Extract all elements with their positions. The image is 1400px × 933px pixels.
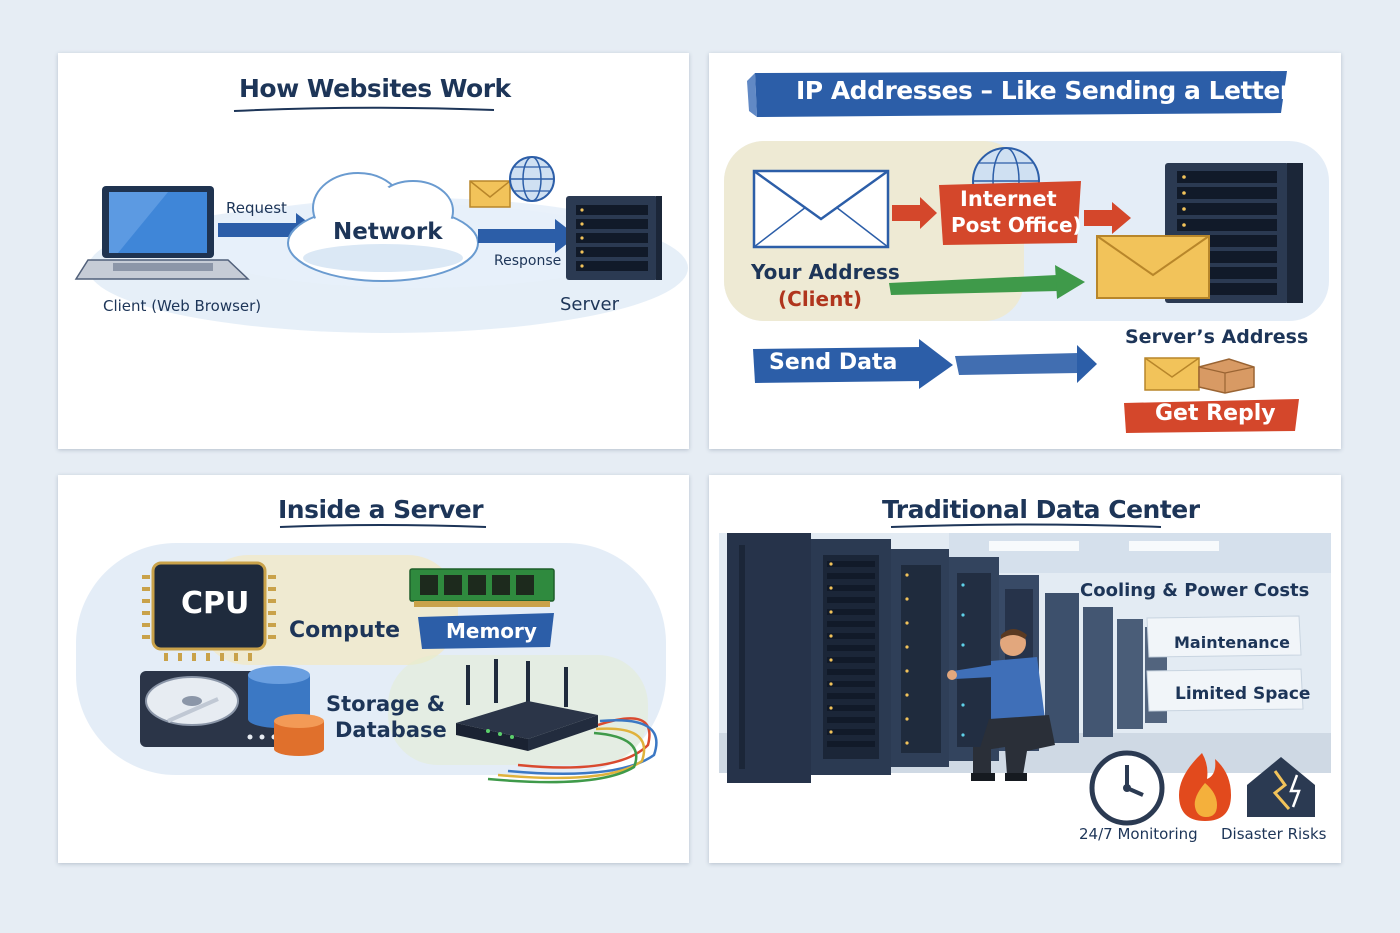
data-center-illustration [719,523,1331,826]
cloud-icon [287,172,479,282]
send-data-arrow [753,339,953,389]
disaster-house-icon [1247,757,1315,817]
technician-figure [947,629,1055,781]
title-banner [755,71,1287,117]
monitoring-label: 24/7 Monitoring [1079,825,1198,843]
green-arrow [889,265,1085,299]
envelope-icon [469,180,511,208]
panel-traditional-data-center: Traditional Data Center Cooling & Power … [709,475,1341,863]
client-label: Client (Web Browser) [103,297,262,315]
panel-title: How Websites Work [239,74,511,103]
cpu-label: CPU [181,586,250,621]
fire-icon [1179,753,1231,821]
database-label: Database [335,718,447,742]
limited-space-card [1146,668,1304,712]
server-icon [566,196,662,280]
envelope-yellow-icon [1096,235,1210,299]
panel-title: Inside a Server [278,495,484,524]
servers-address-label: Server’s Address [1125,326,1309,348]
panel-inside-a-server: Inside a Server CPU Compute Memory Stora… [58,475,689,863]
request-label: Request [226,199,287,217]
memory-label: Memory [446,619,537,643]
server-label: Server [560,294,620,315]
panel-ip-addresses: IP Addresses – Like Sending a Letter Int… [709,53,1341,449]
laptop-icon [74,186,250,280]
response-label: Response [494,253,562,269]
globe-icon [509,156,555,202]
storage-label: Storage & [326,692,446,716]
router-icon [456,659,598,751]
small-envelope-icon [1144,357,1200,391]
red-arrow-2 [1084,202,1131,234]
cpu-chip-icon [142,561,276,661]
red-arrow-1 [892,197,937,229]
network-label: Network [333,219,443,245]
websites-illustration [74,106,688,333]
internet-label: Internet [960,187,1057,211]
cooling-power-label: Cooling & Power Costs [1080,580,1310,601]
panel-title: IP Addresses – Like Sending a Letter [796,76,1292,105]
disaster-risks-label: Disaster Risks [1221,825,1327,843]
envelope-left-icon [752,169,890,249]
get-reply-label: Get Reply [1155,401,1276,426]
post-office-banner [939,181,1081,245]
memory-banner [418,613,554,649]
server-internals-illustration [76,524,666,784]
blue-arrow [955,345,1097,383]
send-data-label: Send Data [769,350,898,375]
post-office-label: Post Office) [951,213,1082,237]
get-reply-banner [1124,399,1299,433]
client-label: (Client) [778,287,863,311]
maintenance-label: Maintenance [1174,633,1291,652]
database-icon [248,666,324,756]
panel-title: Traditional Data Center [882,495,1200,524]
cables-icon [487,717,658,784]
clock-icon [1089,750,1165,826]
limited-space-label: Limited Space [1175,684,1311,704]
compute-label: Compute [289,618,401,643]
maintenance-card [1146,615,1302,658]
memory-module-icon [409,568,555,607]
panel-how-websites-work: How Websites Work Request Network Respon… [58,53,689,449]
package-icon [1198,358,1255,394]
your-address-label: Your Address [751,260,900,284]
ip-illustration [724,71,1329,433]
